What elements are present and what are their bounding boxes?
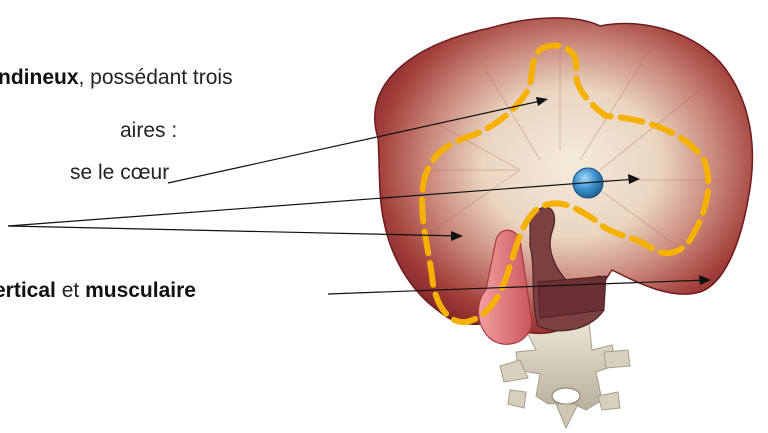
diaphragm-diagram <box>0 0 768 433</box>
